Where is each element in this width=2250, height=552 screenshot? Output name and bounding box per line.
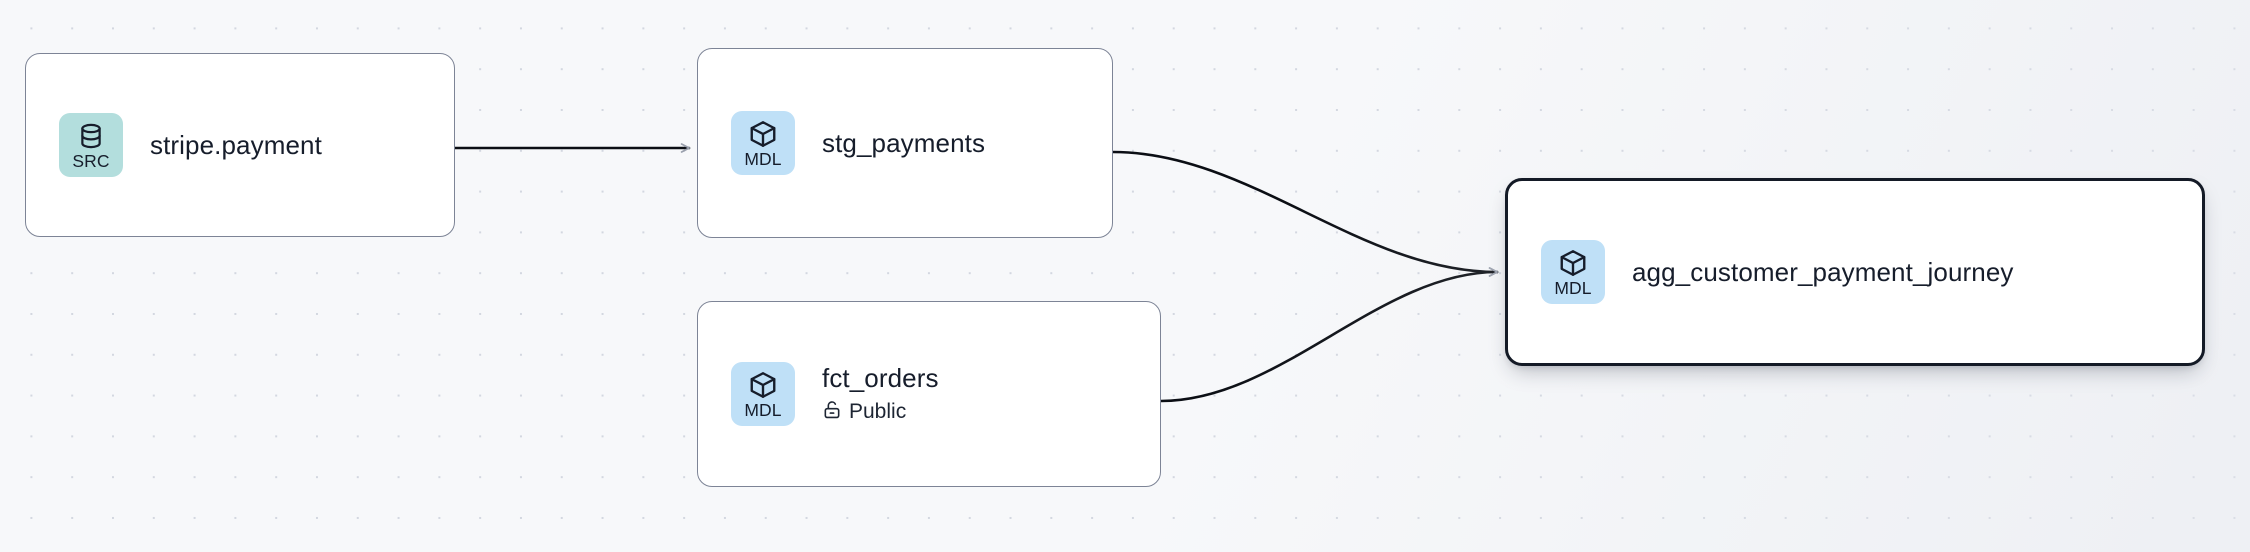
lineage-node-stripe-payment[interactable]: SRC stripe.payment [25,53,455,237]
node-title: fct_orders [822,362,939,393]
edge-stg-to-agg[interactable] [1111,150,1499,277]
node-title: stg_payments [822,128,986,158]
node-visibility: Public [822,399,939,426]
node-type-badge-src: SRC [59,113,123,177]
node-title: agg_customer_payment_journey [1632,257,2014,287]
node-visibility-label: Public [849,400,907,423]
node-body: agg_customer_payment_journey [1632,257,2013,287]
node-type-abbr: SRC [72,150,110,171]
node-type-badge-mdl: MDL [731,111,795,175]
node-title: stripe.payment [150,130,322,160]
cube-icon [748,370,778,400]
node-body: stripe.payment [150,130,322,160]
lineage-node-fct-orders[interactable]: MDL fct_orders Public [697,301,1161,487]
cube-icon [1558,248,1588,278]
node-body: fct_orders Public [822,363,939,426]
lineage-node-agg-customer-payment-journey[interactable]: MDL agg_customer_payment_journey [1505,178,2205,366]
node-type-badge-mdl: MDL [731,362,795,426]
cube-icon [748,119,778,149]
node-type-abbr: MDL [744,148,782,169]
node-body: stg_payments [822,128,985,158]
edge-fct-to-agg[interactable] [1159,267,1499,403]
node-type-abbr: MDL [1554,277,1592,298]
node-type-abbr: MDL [744,399,782,420]
node-type-badge-mdl: MDL [1541,240,1605,304]
unlock-icon [822,399,842,426]
database-icon [77,121,105,151]
lineage-node-stg-payments[interactable]: MDL stg_payments [697,48,1113,238]
